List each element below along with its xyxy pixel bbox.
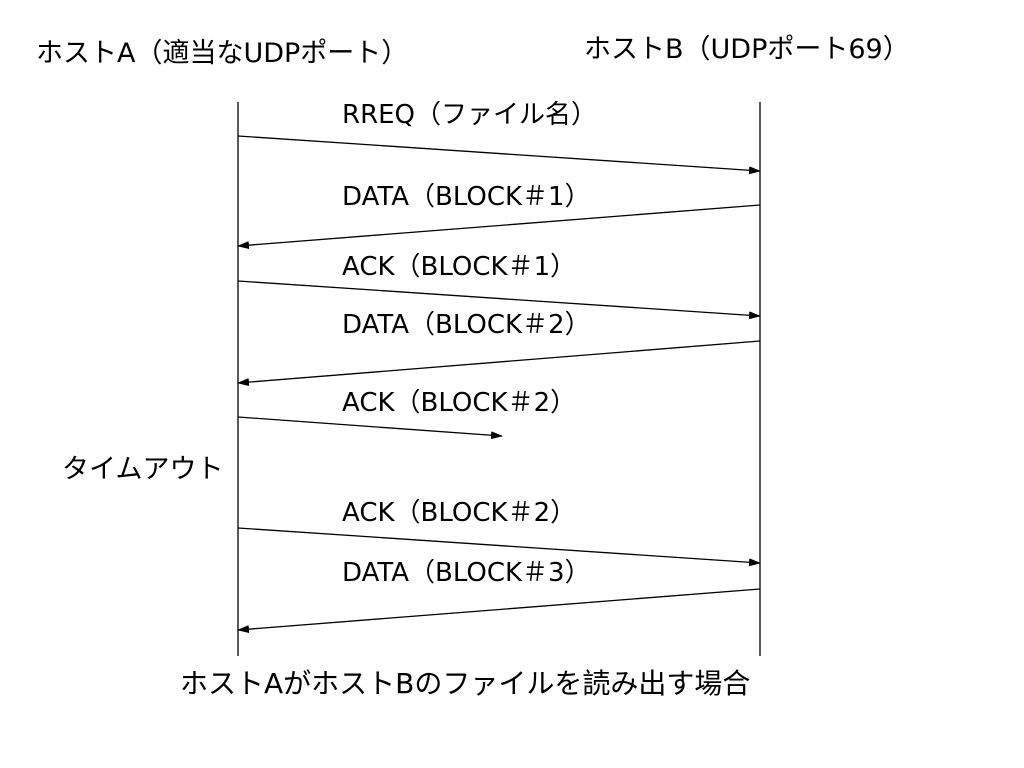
message-arrows bbox=[237, 135, 761, 634]
message-label-ack-2-lost: ACK（BLOCK＃2） bbox=[342, 388, 577, 418]
message-arrow-ack-2-retry bbox=[237, 527, 761, 567]
message-label-data-3: DATA（BLOCK＃3） bbox=[342, 558, 591, 588]
message-arrow-ack-1 bbox=[237, 280, 761, 320]
diagram-caption: ホストAがホストBのファイルを読み出す場合 bbox=[180, 667, 751, 700]
host-a-label: ホストA（適当なUDPポート） bbox=[36, 38, 409, 69]
message-arrow-data-3 bbox=[237, 588, 761, 634]
host-b-label: ホストB（UDPポート69） bbox=[584, 34, 910, 65]
message-label-ack-1: ACK（BLOCK＃1） bbox=[342, 252, 577, 282]
message-arrow-data-2 bbox=[237, 340, 761, 387]
message-label-ack-2-retry: ACK（BLOCK＃2） bbox=[342, 498, 577, 528]
message-arrow-ack-2-lost bbox=[237, 416, 503, 440]
message-arrow-rreq bbox=[237, 135, 761, 175]
message-arrow-data-1 bbox=[237, 204, 761, 250]
message-label-data-1: DATA（BLOCK＃1） bbox=[342, 182, 591, 212]
message-label-data-2: DATA（BLOCK＃2） bbox=[342, 310, 591, 340]
timeout-label: タイムアウト bbox=[62, 454, 224, 485]
message-label-rreq: RREQ（ファイル名） bbox=[342, 100, 598, 130]
